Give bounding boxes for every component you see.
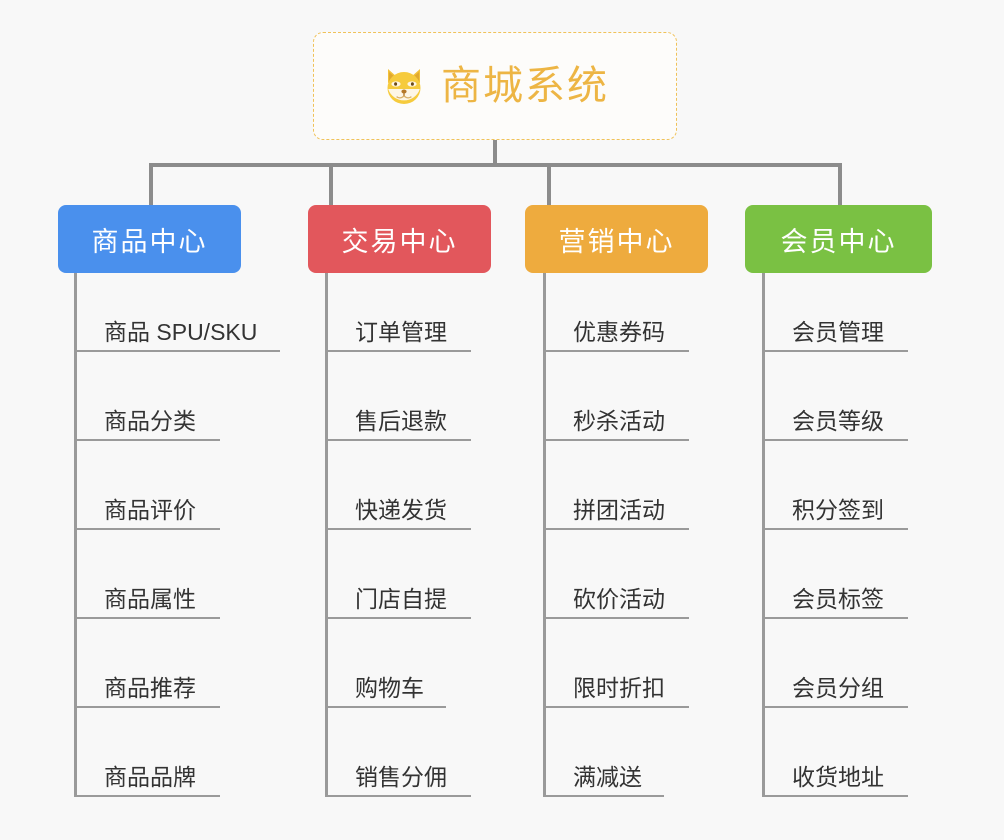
leaf-underline bbox=[74, 350, 280, 352]
leaf-underline bbox=[762, 350, 908, 352]
root-stem-line bbox=[493, 140, 497, 167]
leaf-underline bbox=[325, 795, 471, 797]
leaf-item-label: 收货地址 bbox=[792, 764, 884, 790]
root-node-card[interactable]: 商城系统 bbox=[313, 32, 677, 140]
leaf-item-label: 门店自提 bbox=[355, 586, 447, 612]
leaf-underline bbox=[325, 350, 471, 352]
leaf-item-label: 积分签到 bbox=[792, 497, 884, 523]
leaf-item-label: 商品属性 bbox=[104, 586, 196, 612]
dog-face-icon bbox=[381, 63, 427, 109]
branch-drop-line-2 bbox=[329, 163, 333, 205]
leaf-item-label: 秒杀活动 bbox=[573, 408, 665, 434]
leaf-underline bbox=[325, 706, 446, 708]
leaf-underline bbox=[762, 706, 908, 708]
leaf-underline bbox=[325, 617, 471, 619]
leaf-underline bbox=[74, 795, 220, 797]
leaf-item-label: 售后退款 bbox=[355, 408, 447, 434]
branch-header-4[interactable]: 会员中心 bbox=[745, 205, 932, 273]
leaf-item-label: 砍价活动 bbox=[573, 586, 665, 612]
leaf-underline bbox=[74, 617, 220, 619]
leaf-item-label: 满减送 bbox=[573, 764, 642, 790]
branch-header-label: 商品中心 bbox=[91, 226, 208, 257]
leaf-item-label: 商品推荐 bbox=[104, 675, 196, 701]
branch-header-label: 营销中心 bbox=[558, 226, 675, 257]
leaf-underline bbox=[74, 439, 220, 441]
branch-header-3[interactable]: 营销中心 bbox=[525, 205, 708, 273]
branch-trunk-line-2 bbox=[325, 273, 328, 797]
branch-drop-line-3 bbox=[547, 163, 551, 205]
leaf-underline bbox=[543, 439, 689, 441]
branch-header-label: 会员中心 bbox=[780, 226, 897, 257]
leaf-underline bbox=[762, 439, 908, 441]
horizontal-bus-line bbox=[149, 163, 838, 167]
leaf-underline bbox=[543, 617, 689, 619]
branch-trunk-line-1 bbox=[74, 273, 77, 797]
leaf-underline bbox=[74, 528, 220, 530]
leaf-item-label: 商品品牌 bbox=[104, 764, 196, 790]
leaf-underline bbox=[543, 706, 689, 708]
leaf-item-label: 快递发货 bbox=[355, 497, 447, 523]
leaf-item-label: 优惠券码 bbox=[573, 319, 665, 345]
leaf-item-label: 限时折扣 bbox=[573, 675, 665, 701]
leaf-underline bbox=[762, 528, 908, 530]
leaf-underline bbox=[543, 528, 689, 530]
leaf-item-label: 商品 SPU/SKU bbox=[104, 319, 258, 345]
leaf-underline bbox=[325, 528, 471, 530]
leaf-item-label: 会员管理 bbox=[792, 319, 884, 345]
branch-trunk-line-3 bbox=[543, 273, 546, 797]
branch-header-2[interactable]: 交易中心 bbox=[308, 205, 491, 273]
leaf-underline bbox=[543, 795, 664, 797]
leaf-item-label: 订单管理 bbox=[355, 319, 447, 345]
root-title: 商城系统 bbox=[441, 64, 609, 108]
leaf-item-label: 购物车 bbox=[355, 675, 424, 701]
branch-drop-line-1 bbox=[149, 163, 153, 205]
branch-header-1[interactable]: 商品中心 bbox=[58, 205, 241, 273]
leaf-item-label: 会员标签 bbox=[792, 586, 884, 612]
leaf-item-label: 商品分类 bbox=[104, 408, 196, 434]
leaf-item-label: 销售分佣 bbox=[355, 764, 447, 790]
leaf-item-label: 拼团活动 bbox=[573, 497, 665, 523]
leaf-underline bbox=[762, 795, 908, 797]
leaf-underline bbox=[543, 350, 689, 352]
leaf-item-label: 商品评价 bbox=[104, 497, 196, 523]
leaf-underline bbox=[762, 617, 908, 619]
leaf-underline bbox=[74, 706, 220, 708]
branch-drop-line-4 bbox=[838, 163, 842, 205]
leaf-item-label: 会员等级 bbox=[792, 408, 884, 434]
leaf-item-label: 会员分组 bbox=[792, 675, 884, 701]
branch-header-label: 交易中心 bbox=[341, 226, 458, 257]
branch-trunk-line-4 bbox=[762, 273, 765, 797]
leaf-underline bbox=[325, 439, 471, 441]
